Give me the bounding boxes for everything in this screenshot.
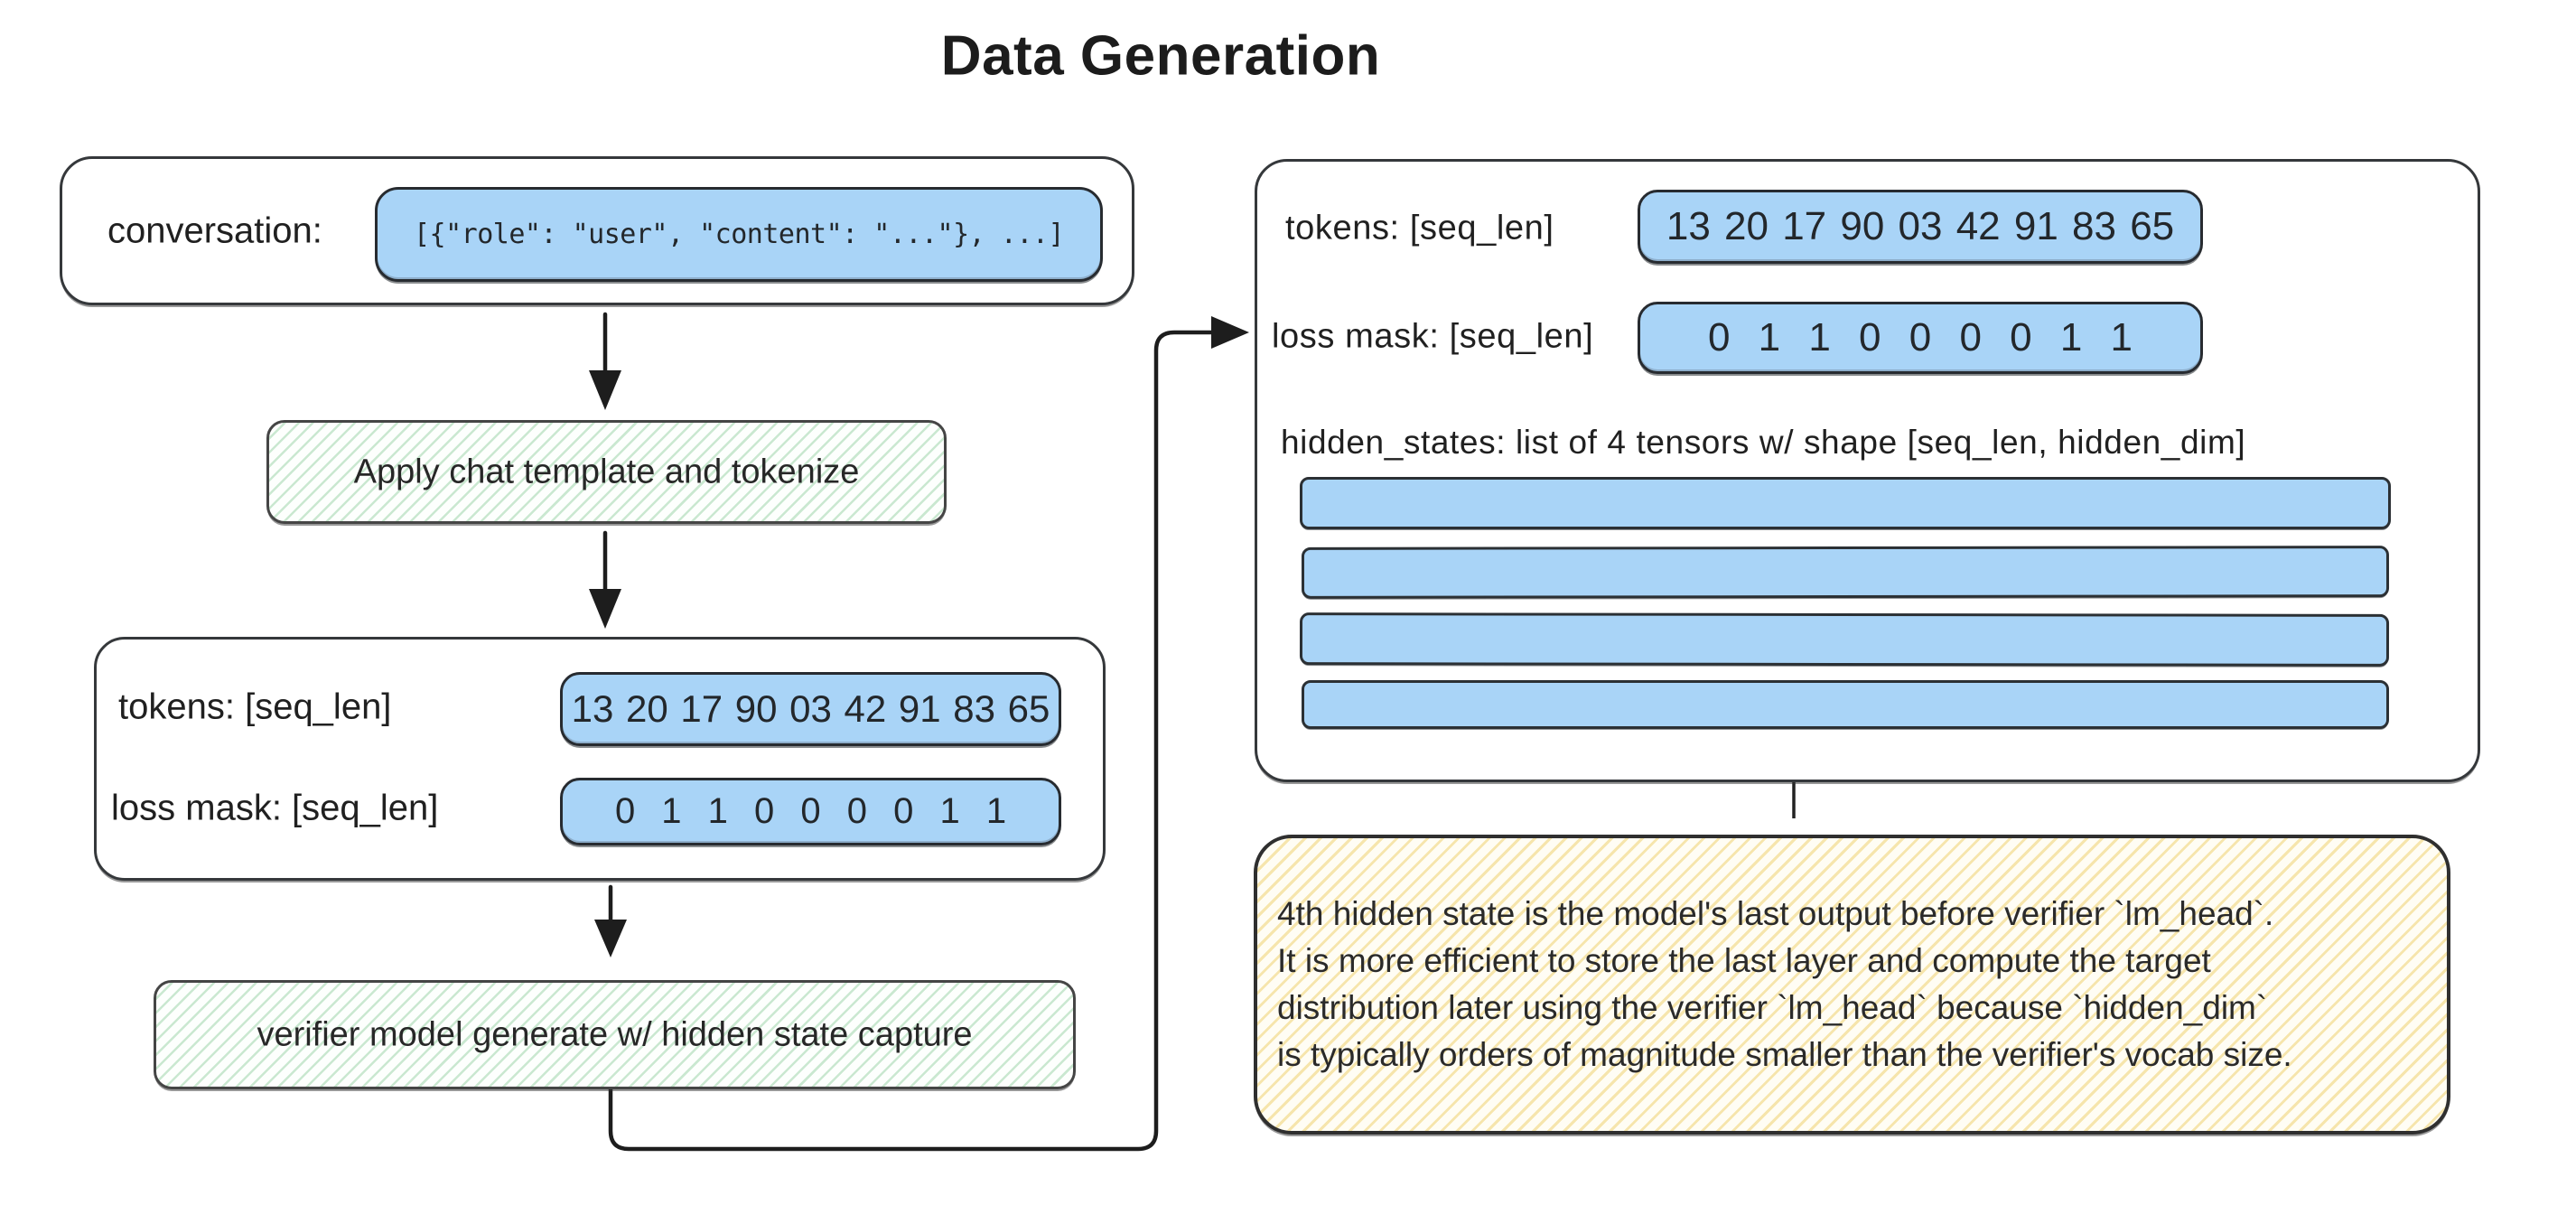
hidden-state-tensor-3	[1299, 612, 2390, 667]
note-line-3: distribution later using the verifier `l…	[1277, 989, 2268, 1026]
loss-mask-values: 0 1 1 0 0 0 0 1 1	[614, 791, 1007, 831]
tokens-values-pill: 13 20 17 90 03 42 91 83 65	[560, 672, 1061, 746]
note-line-1: 4th hidden state is the model's last out…	[1277, 895, 2274, 932]
hidden-state-tensor-2	[1301, 546, 2390, 599]
apply-chat-template-label: Apply chat template and tokenize	[353, 453, 860, 490]
tokens-label: tokens: [seq_len]	[118, 686, 392, 727]
output-loss-mask-label: loss mask: [seq_len]	[1272, 317, 1594, 356]
verifier-generate-step: verifier model generate w/ hidden state …	[154, 980, 1076, 1089]
output-loss-mask-pill: 0 1 1 0 0 0 0 1 1	[1638, 302, 2203, 374]
flow-arrow-down-3	[594, 884, 627, 957]
hidden-states-label: hidden_states: list of 4 tensors w/ shap…	[1281, 424, 2246, 461]
apply-chat-template-step: Apply chat template and tokenize	[266, 420, 947, 524]
note-line-4: is typically orders of magnitude smaller…	[1277, 1036, 2292, 1073]
hidden-state-note-text: 4th hidden state is the model's last out…	[1277, 838, 2292, 1131]
tokens-values: 13 20 17 90 03 42 91 83 65	[571, 687, 1050, 730]
conversation-value-pill: [{"role": "user", "content": "..."}, ...…	[375, 187, 1103, 282]
hidden-state-note: 4th hidden state is the model's last out…	[1254, 835, 2450, 1135]
output-tokens-label: tokens: [seq_len]	[1285, 209, 1554, 247]
output-tokens-values: 13 20 17 90 03 42 91 83 65	[1666, 204, 2175, 248]
page-title: Data Generation	[940, 24, 1381, 88]
conversation-label: conversation:	[107, 210, 322, 250]
output-loss-mask-values: 0 1 1 0 0 0 0 1 1	[1707, 315, 2133, 360]
verifier-generate-label: verifier model generate w/ hidden state …	[257, 1015, 973, 1053]
flow-arrow-down-1	[589, 312, 621, 410]
hidden-state-tensor-1	[1300, 477, 2391, 529]
loss-mask-values-pill: 0 1 1 0 0 0 0 1 1	[560, 778, 1061, 845]
note-line-2: It is more efficient to store the last l…	[1277, 942, 2211, 979]
flow-arrow-down-2	[589, 530, 621, 629]
tokens-box: tokens: [seq_len] 13 20 17 90 03 42 91 8…	[94, 637, 1106, 881]
loss-mask-label: loss mask: [seq_len]	[111, 788, 439, 828]
conversation-box: conversation: [{"role": "user", "content…	[60, 156, 1134, 305]
conversation-value: [{"role": "user", "content": "..."}, ...…	[413, 219, 1065, 250]
generation-output-panel: tokens: [seq_len] 13 20 17 90 03 42 91 8…	[1255, 159, 2480, 782]
hidden-state-tensor-4	[1302, 680, 2389, 729]
output-tokens-pill: 13 20 17 90 03 42 91 83 65	[1638, 190, 2203, 264]
